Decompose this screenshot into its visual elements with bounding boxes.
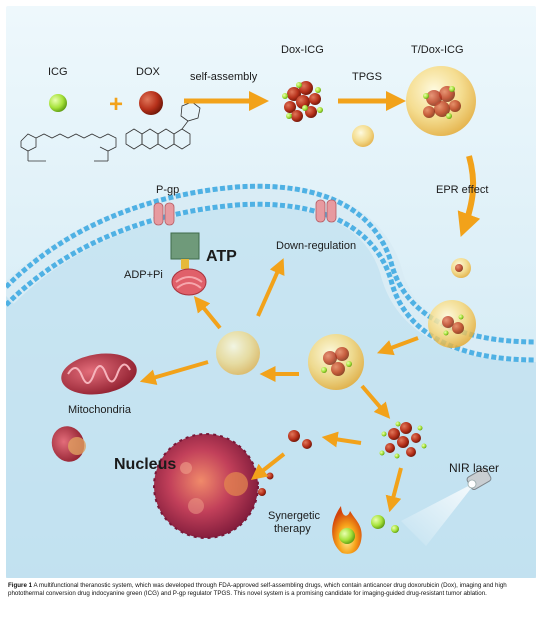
laser-device: [466, 468, 492, 490]
pgp-label: P-gp: [156, 184, 180, 196]
plus-sign: +: [109, 91, 123, 118]
diagram-artwork: +: [0, 6, 537, 578]
mitochondrion-large: [61, 353, 137, 395]
caption-text: A multifunctional theranostic system, wh…: [8, 582, 507, 598]
epr-effect-label: EPR effect: [436, 184, 489, 196]
atp-label: ATP: [206, 248, 237, 265]
nir-laser-label: NIR laser: [449, 461, 500, 475]
photothermal-fire: [332, 506, 362, 554]
internalized-particle: [308, 334, 364, 390]
dox-icg-label: Dox-ICG: [281, 44, 324, 56]
therapy-label: therapy: [274, 523, 311, 535]
t-dox-icg-particle: [406, 66, 476, 136]
nucleus-cell: [153, 433, 259, 539]
pgp-channel-1: [153, 202, 175, 226]
mitochondria-label: Mitochondria: [68, 404, 131, 416]
down-regulation-label: Down-regulation: [276, 240, 357, 252]
adp-label: ADP+Pi: [124, 269, 163, 281]
atp-synthase: [170, 232, 207, 296]
dox-icg-cluster: [282, 81, 323, 122]
tpgs-label: TPGS: [352, 71, 382, 83]
pgp-channel-2: [315, 199, 337, 223]
mitochondrion-small: [51, 426, 86, 462]
synergetic-label: Synergetic: [268, 510, 320, 522]
released-drug-cluster: [379, 421, 427, 459]
self-assembly-label: self-assembly: [190, 71, 258, 83]
diagram-figure: +: [0, 6, 537, 578]
icg-label: ICG: [48, 66, 68, 78]
t-dox-icg-label: T/Dox-ICG: [411, 44, 464, 56]
figure-number: Figure 1: [8, 582, 33, 589]
dox-label: DOX: [136, 66, 160, 78]
nucleus-label: Nucleus: [114, 456, 177, 473]
figure-caption: Figure 1 A multifunctional theranostic s…: [8, 582, 534, 598]
